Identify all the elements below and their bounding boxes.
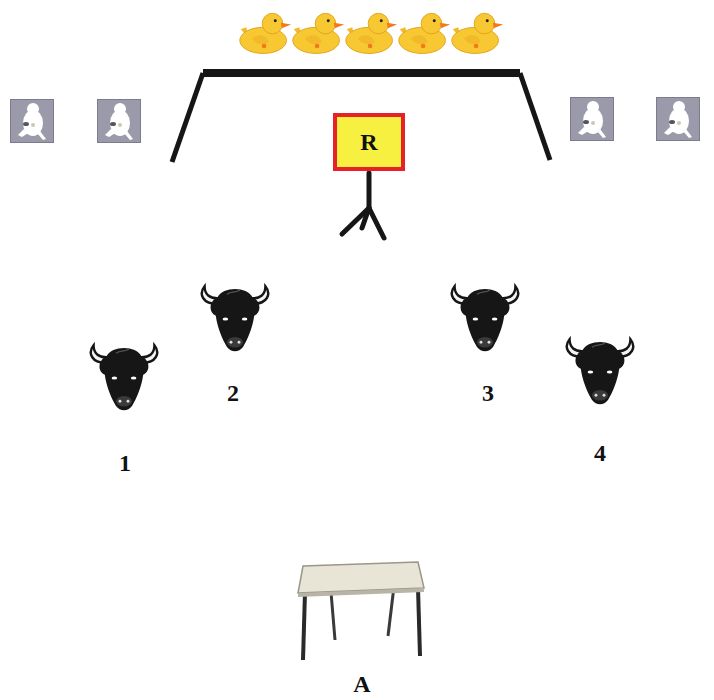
sign-stand xyxy=(342,173,384,238)
sign-board: R xyxy=(333,113,405,171)
target-card xyxy=(570,97,614,141)
callout-number: 3 xyxy=(482,380,494,406)
duck-row xyxy=(240,13,503,53)
rubber-duck xyxy=(346,13,397,53)
target-card xyxy=(10,99,54,143)
bison-head xyxy=(202,286,268,351)
booth-leg xyxy=(520,73,550,160)
callout-number: 4 xyxy=(594,440,606,466)
bison-head xyxy=(91,345,157,410)
sign-letter: R xyxy=(360,129,377,155)
booth-leg xyxy=(172,73,203,162)
callout-number: 2 xyxy=(227,380,239,406)
rubber-duck xyxy=(293,13,344,53)
target-card xyxy=(656,97,700,141)
rubber-duck xyxy=(240,13,291,53)
callout-letter: A xyxy=(353,671,370,697)
target-card xyxy=(97,99,141,143)
rubber-duck xyxy=(399,13,450,53)
bison-head xyxy=(452,286,518,351)
bison-heads xyxy=(91,286,633,410)
bison-head xyxy=(567,339,633,404)
rubber-duck xyxy=(452,13,503,53)
table xyxy=(298,562,424,660)
booth-bar xyxy=(203,69,520,77)
callout-number: 1 xyxy=(119,450,131,476)
